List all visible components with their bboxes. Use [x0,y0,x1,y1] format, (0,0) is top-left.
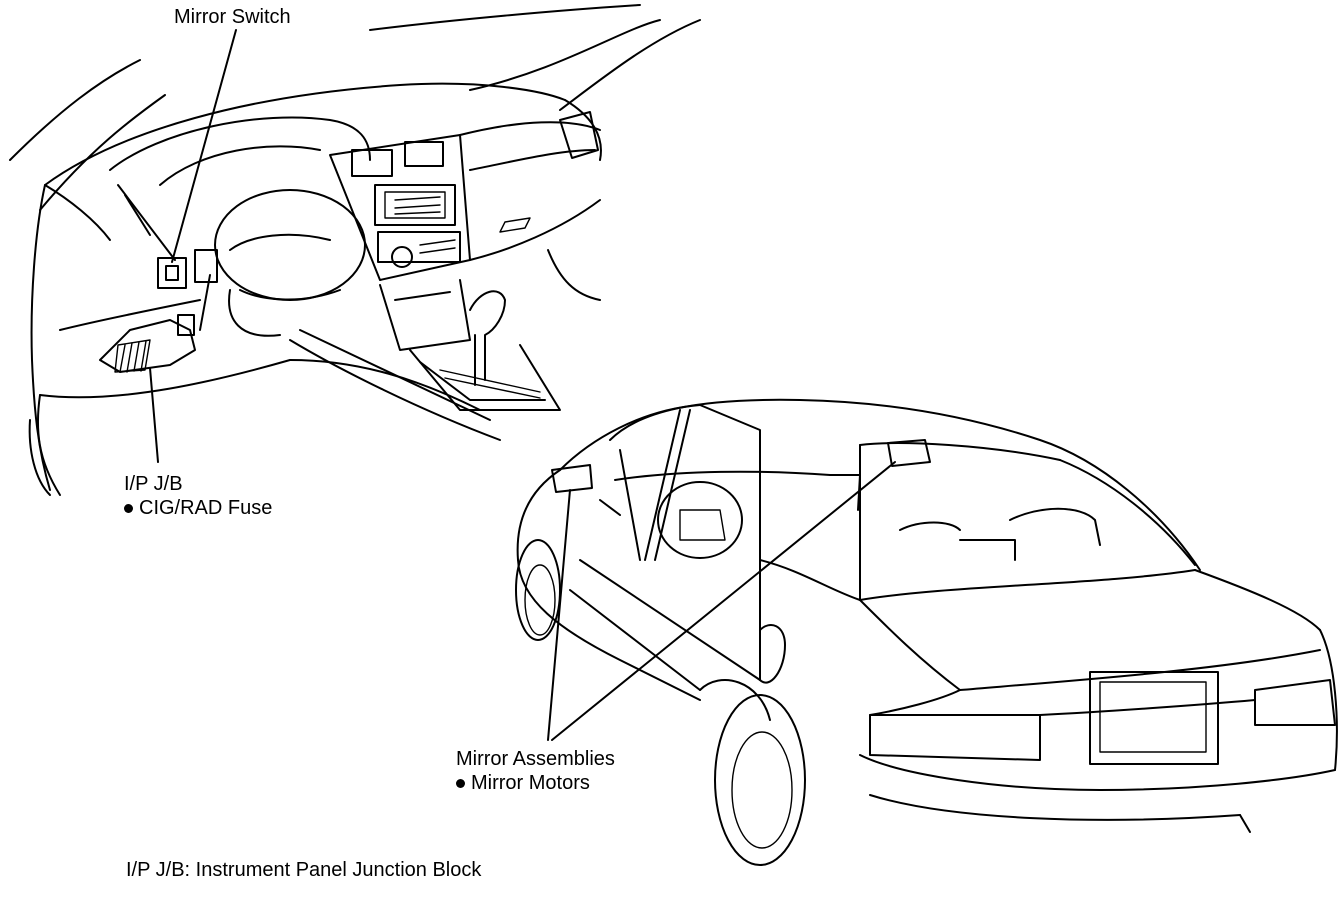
legend-definition: Instrument Panel Junction Block [195,859,482,881]
ip-jb-leader [149,367,159,463]
ip-jb-text: I/P J/B [124,473,183,495]
mirror-motors-line: Mirror Motors [456,771,615,795]
bullet-icon [124,503,133,513]
mirror-motors-text: Mirror Motors [471,772,590,794]
cig-rad-fuse-line: CIG/RAD Fuse [124,496,272,520]
mirror-switch-label: Mirror Switch [174,5,291,29]
ip-jb-label: I/P J/B CIG/RAD Fuse [124,472,272,520]
mirror-right-leader [551,461,896,741]
dashboard-illustration [9,4,701,496]
mirror-left-leader [547,489,571,741]
bullet-icon [456,778,465,788]
legend-abbrev: I/P J/B [126,859,185,881]
mirror-assemblies-text: Mirror Assemblies [456,748,615,770]
abbreviation-legend: I/P J/B: Instrument Panel Junction Block [126,858,481,882]
car-illustration [515,398,1338,866]
cig-rad-fuse-text: CIG/RAD Fuse [139,497,273,519]
mirror-assemblies-label: Mirror Assemblies Mirror Motors [456,747,615,795]
legend-separator: : [184,859,191,881]
mirror-switch-text: Mirror Switch [174,6,291,28]
mirror-switch-leader [171,29,237,263]
